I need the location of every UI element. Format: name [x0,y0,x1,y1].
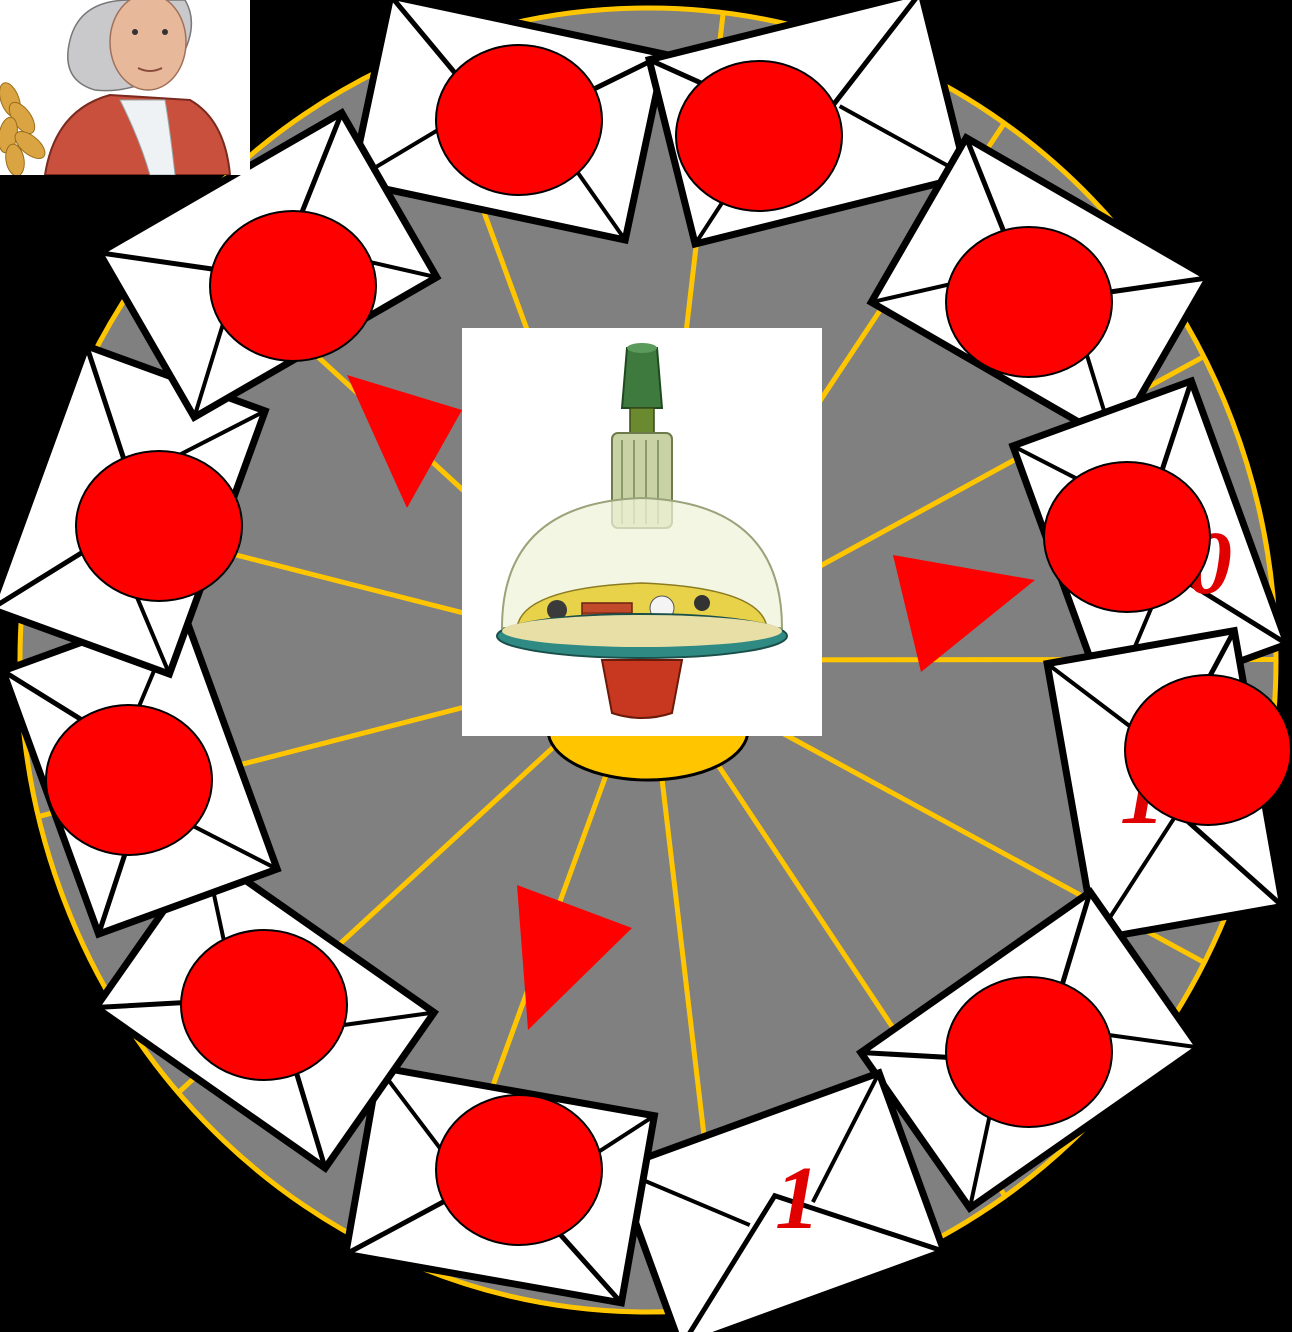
red-marker-circle[interactable] [436,1095,602,1245]
red-marker-circle[interactable] [946,977,1112,1127]
red-marker-circle[interactable] [76,451,242,601]
red-marker-circle[interactable] [1044,462,1210,612]
portrait-figure-with-wheat-icon [0,0,250,175]
red-marker-circle[interactable] [210,211,376,361]
red-marker-circle[interactable] [46,705,212,855]
sector-number-1: 1 [775,1149,820,1248]
red-marker-circle[interactable] [436,45,602,195]
spinning-top-toy-icon[interactable] [462,328,822,736]
red-marker-circle[interactable] [676,61,842,211]
red-marker-circle[interactable] [946,227,1112,377]
red-marker-circle[interactable] [1125,675,1291,825]
red-marker-circle[interactable] [181,930,347,1080]
